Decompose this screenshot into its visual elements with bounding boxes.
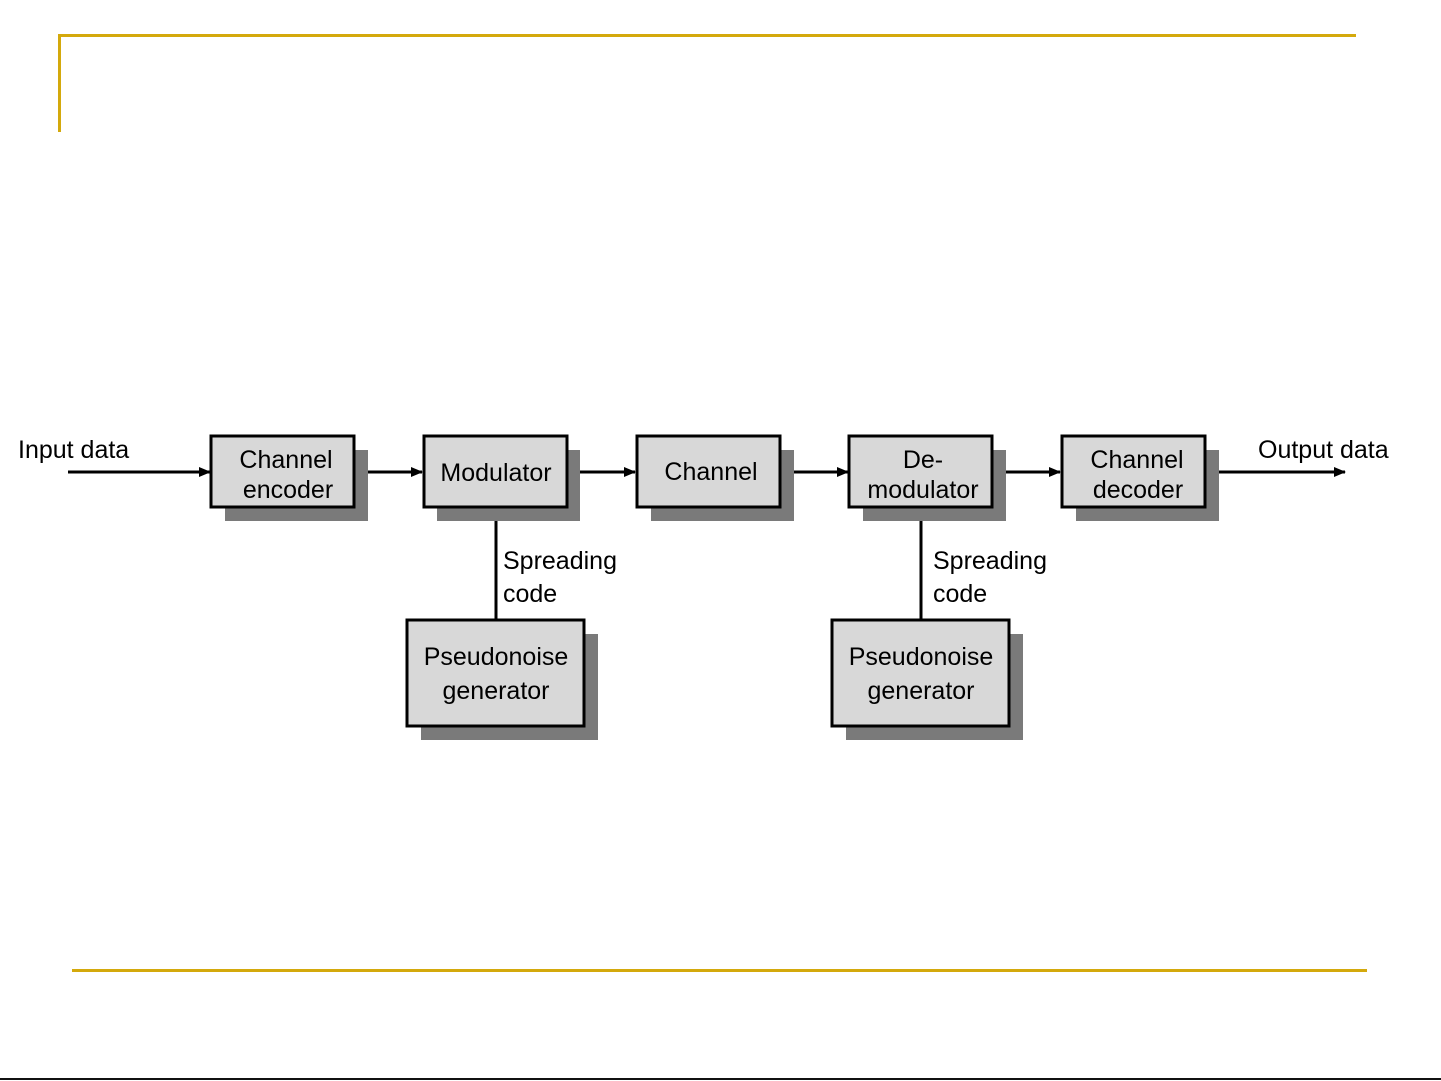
- block-label-line-2: generator: [442, 677, 549, 705]
- block-body: [832, 620, 1009, 726]
- block-label-line-1: Channel: [239, 446, 332, 474]
- block-label-line-2: modulator: [867, 476, 978, 504]
- bottom-edge-line: [0, 1078, 1441, 1080]
- block-label-line-1: Channel: [664, 458, 757, 486]
- spreading-code-rx-label-line-2: code: [933, 580, 987, 608]
- channel-encoder-block: Channel encoder: [211, 436, 368, 521]
- spreading-code-tx-label-line-1: Spreading: [503, 547, 617, 575]
- block-body: [407, 620, 584, 726]
- block-label-line-2: generator: [867, 677, 974, 705]
- input-data-label: Input data: [18, 436, 129, 464]
- block-label-line-1: Channel: [1090, 446, 1183, 474]
- pseudonoise-generator-tx-block: Pseudonoise generator: [407, 620, 598, 740]
- spreading-code-tx-label-line-2: code: [503, 580, 557, 608]
- demodulator-block: De- modulator: [849, 436, 1006, 521]
- modulator-block: Modulator: [424, 436, 580, 521]
- pseudonoise-generator-rx-block: Pseudonoise generator: [832, 620, 1023, 740]
- channel-decoder-block: Channel decoder: [1062, 436, 1219, 521]
- block-label-line-1: De-: [903, 446, 943, 474]
- channel-block: Channel: [637, 436, 794, 521]
- block-label-line-1: Pseudonoise: [849, 643, 994, 671]
- block-label-line-1: Modulator: [440, 459, 551, 487]
- output-data-label: Output data: [1258, 436, 1389, 464]
- block-label-line-1: Pseudonoise: [424, 643, 569, 671]
- block-label-line-2: decoder: [1093, 476, 1183, 504]
- block-label-line-2: encoder: [243, 476, 333, 504]
- footer-rule: [72, 969, 1367, 972]
- spreading-code-rx-label-line-1: Spreading: [933, 547, 1047, 575]
